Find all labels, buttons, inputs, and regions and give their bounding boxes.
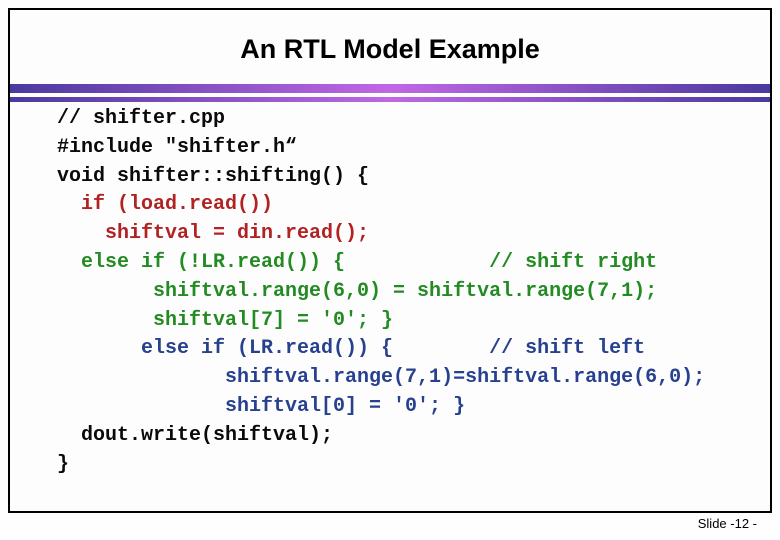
code-line: dout.write(shiftval); (57, 423, 334, 447)
code-line: shiftval.range(6,0) = shiftval.range(7,1… (57, 279, 658, 303)
code-line: shiftval[0] = '0'; } (57, 394, 466, 418)
divider-bar-top (10, 84, 770, 93)
code-line: if (load.read()) (57, 193, 274, 217)
code-line: else if (!LR.read()) { // shift right (57, 250, 658, 274)
code-line: } (57, 452, 70, 476)
code-line: shiftval[7] = '0'; } (57, 308, 394, 332)
code-line: #include "shifter.h“ (57, 135, 298, 159)
code-line: void shifter::shifting() { (57, 164, 370, 188)
slide-title: An RTL Model Example (240, 34, 540, 64)
code-block: // shifter.cpp #include "shifter.h“ void s… (57, 105, 705, 479)
slide-frame: An RTL Model Example // shifter.cpp #incl… (8, 8, 772, 513)
code-line: // shifter.cpp (57, 107, 226, 130)
divider-bar-bottom (10, 97, 770, 102)
code-line: shiftval.range(7,1)=shiftval.range(6,0); (57, 366, 706, 390)
code-line: shiftval = din.read(); (57, 222, 370, 246)
code-line: else if (LR.read()) { // shift left (57, 337, 646, 361)
slide-number: Slide -12 - (697, 516, 757, 531)
